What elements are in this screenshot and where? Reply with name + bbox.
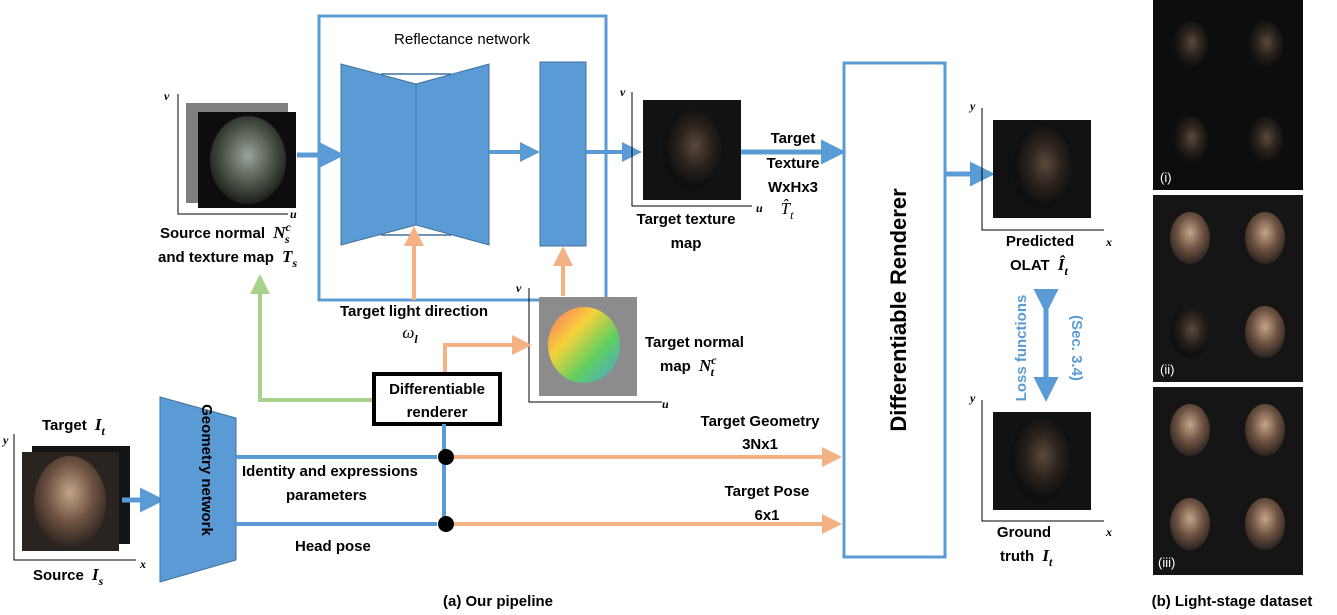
geometry-network-label: Geometry network (198, 404, 215, 536)
target-texture-uv-axes (631, 92, 752, 207)
ground-truth-label-1: Ground (997, 524, 1051, 541)
dataset-face-ii-2 (1245, 212, 1285, 264)
output-layer-block (539, 61, 587, 247)
target-texture-map-label-2: map (671, 235, 702, 252)
loss-functions-label: Loss functions (1013, 295, 1030, 402)
differentiable-renderer-big-label: Differentiable Renderer (886, 188, 911, 432)
params-label-1: Identity and expressions (242, 463, 418, 480)
dataset-label-ii: (ii) (1160, 362, 1174, 377)
target-texture-axis-v: v (620, 85, 626, 99)
target-normal-face (548, 307, 620, 383)
target-texture-label-2: Texture (766, 155, 819, 172)
light-direction-symbol: ωl (402, 323, 418, 346)
dataset-face-i-4 (1247, 116, 1283, 164)
dataset-face-i-2 (1247, 21, 1283, 69)
dataset-face-i-1 (1172, 21, 1208, 69)
ground-truth-label-2: truth It (1000, 546, 1053, 569)
input-xy-axes (13, 434, 136, 561)
target-texture-face (662, 110, 722, 190)
arrow-renderer-to-source (250, 274, 374, 402)
predicted-label-2: OLAT Ît (1010, 255, 1069, 278)
ground-truth-face (1010, 418, 1070, 502)
target-texture-label-3: WxHx3 (768, 179, 818, 196)
loss-section-ref: (Sec. 3.4) (1068, 315, 1085, 381)
source-axis-v: v (164, 89, 170, 103)
ground-truth-xy-axes (981, 400, 1104, 522)
dataset-face-ii-4 (1245, 306, 1285, 358)
differentiable-renderer-big (842, 61, 947, 559)
dataset-face-iii-1 (1170, 404, 1210, 456)
predicted-axis-y: y (968, 99, 976, 113)
target-normal-axis-u: u (662, 397, 669, 411)
source-input-label: Source Is (33, 565, 104, 588)
dataset-label-i: (i) (1160, 170, 1172, 185)
source-face-shape (210, 116, 286, 204)
dataset-panel-iii: (iii) (1153, 387, 1303, 575)
predicted-xy-axes (981, 108, 1104, 231)
dataset-face-iii-4 (1245, 498, 1285, 550)
reflectance-network-title: Reflectance network (394, 31, 530, 48)
ground-truth-axis-y: y (968, 391, 976, 405)
reflectance-network-box (317, 14, 608, 302)
encoder-block (340, 63, 417, 246)
predicted-axis-x: x (1105, 235, 1112, 249)
head-pose-label: Head pose (295, 538, 371, 555)
target-geometry-label-1: Target Geometry (701, 413, 821, 430)
dataset-face-iii-3 (1170, 498, 1210, 550)
dataset-face-iii-2 (1245, 404, 1285, 456)
dataset-label-iii: (iii) (1158, 555, 1175, 570)
dataset-image-i (1153, 0, 1303, 190)
target-texture-axis-u: u (756, 201, 763, 215)
params-junction (438, 449, 454, 465)
params-label-2: parameters (286, 487, 367, 504)
source-uv-axes (177, 94, 288, 215)
dataset-panel-ii: (ii) (1153, 195, 1303, 382)
target-texture-symbol: T̂t (781, 199, 794, 222)
target-pose-label-1: Target Pose (725, 483, 810, 500)
predicted-olat-face (1012, 126, 1072, 210)
target-geometry-label-2: 3Nx1 (742, 436, 778, 453)
ground-truth-axis-x: x (1105, 525, 1112, 539)
target-normal-axis-v: v (516, 281, 522, 295)
input-axis-x: x (139, 557, 146, 571)
arrow-renderer-to-normal (443, 335, 532, 374)
target-texture-map-label-1: Target texture (637, 211, 736, 228)
source-texture-label: and texture map Ts (158, 247, 297, 270)
light-direction-label: Target light direction (340, 303, 488, 320)
geometry-network-block (159, 396, 237, 583)
pose-junction (438, 516, 454, 532)
dataset-face-ii-1 (1170, 212, 1210, 264)
differentiable-renderer-small-label-2: renderer (407, 404, 468, 421)
dataset-panel-i: (i) (1153, 0, 1303, 190)
caption-dataset: (b) Light-stage dataset (1152, 593, 1313, 610)
differentiable-renderer-small-label-1: Differentiable (389, 381, 485, 398)
differentiable-renderer-small (372, 372, 502, 426)
caption-pipeline: (a) Our pipeline (443, 593, 553, 610)
target-input-label: Target It (42, 415, 106, 438)
dataset-face-i-3 (1172, 116, 1208, 164)
target-normal-uv-axes (528, 288, 662, 403)
input-axis-y: y (1, 433, 9, 447)
source-axis-u: u (290, 207, 297, 221)
decoder-block (415, 63, 490, 246)
dataset-face-ii-3 (1170, 306, 1210, 358)
target-pose-label-2: 6x1 (754, 507, 779, 524)
target-normal-label-1: Target normal (645, 334, 744, 351)
target-texture-label-1: Target (771, 130, 816, 147)
source-input-face (34, 456, 106, 548)
predicted-label-1: Predicted (1006, 233, 1074, 250)
